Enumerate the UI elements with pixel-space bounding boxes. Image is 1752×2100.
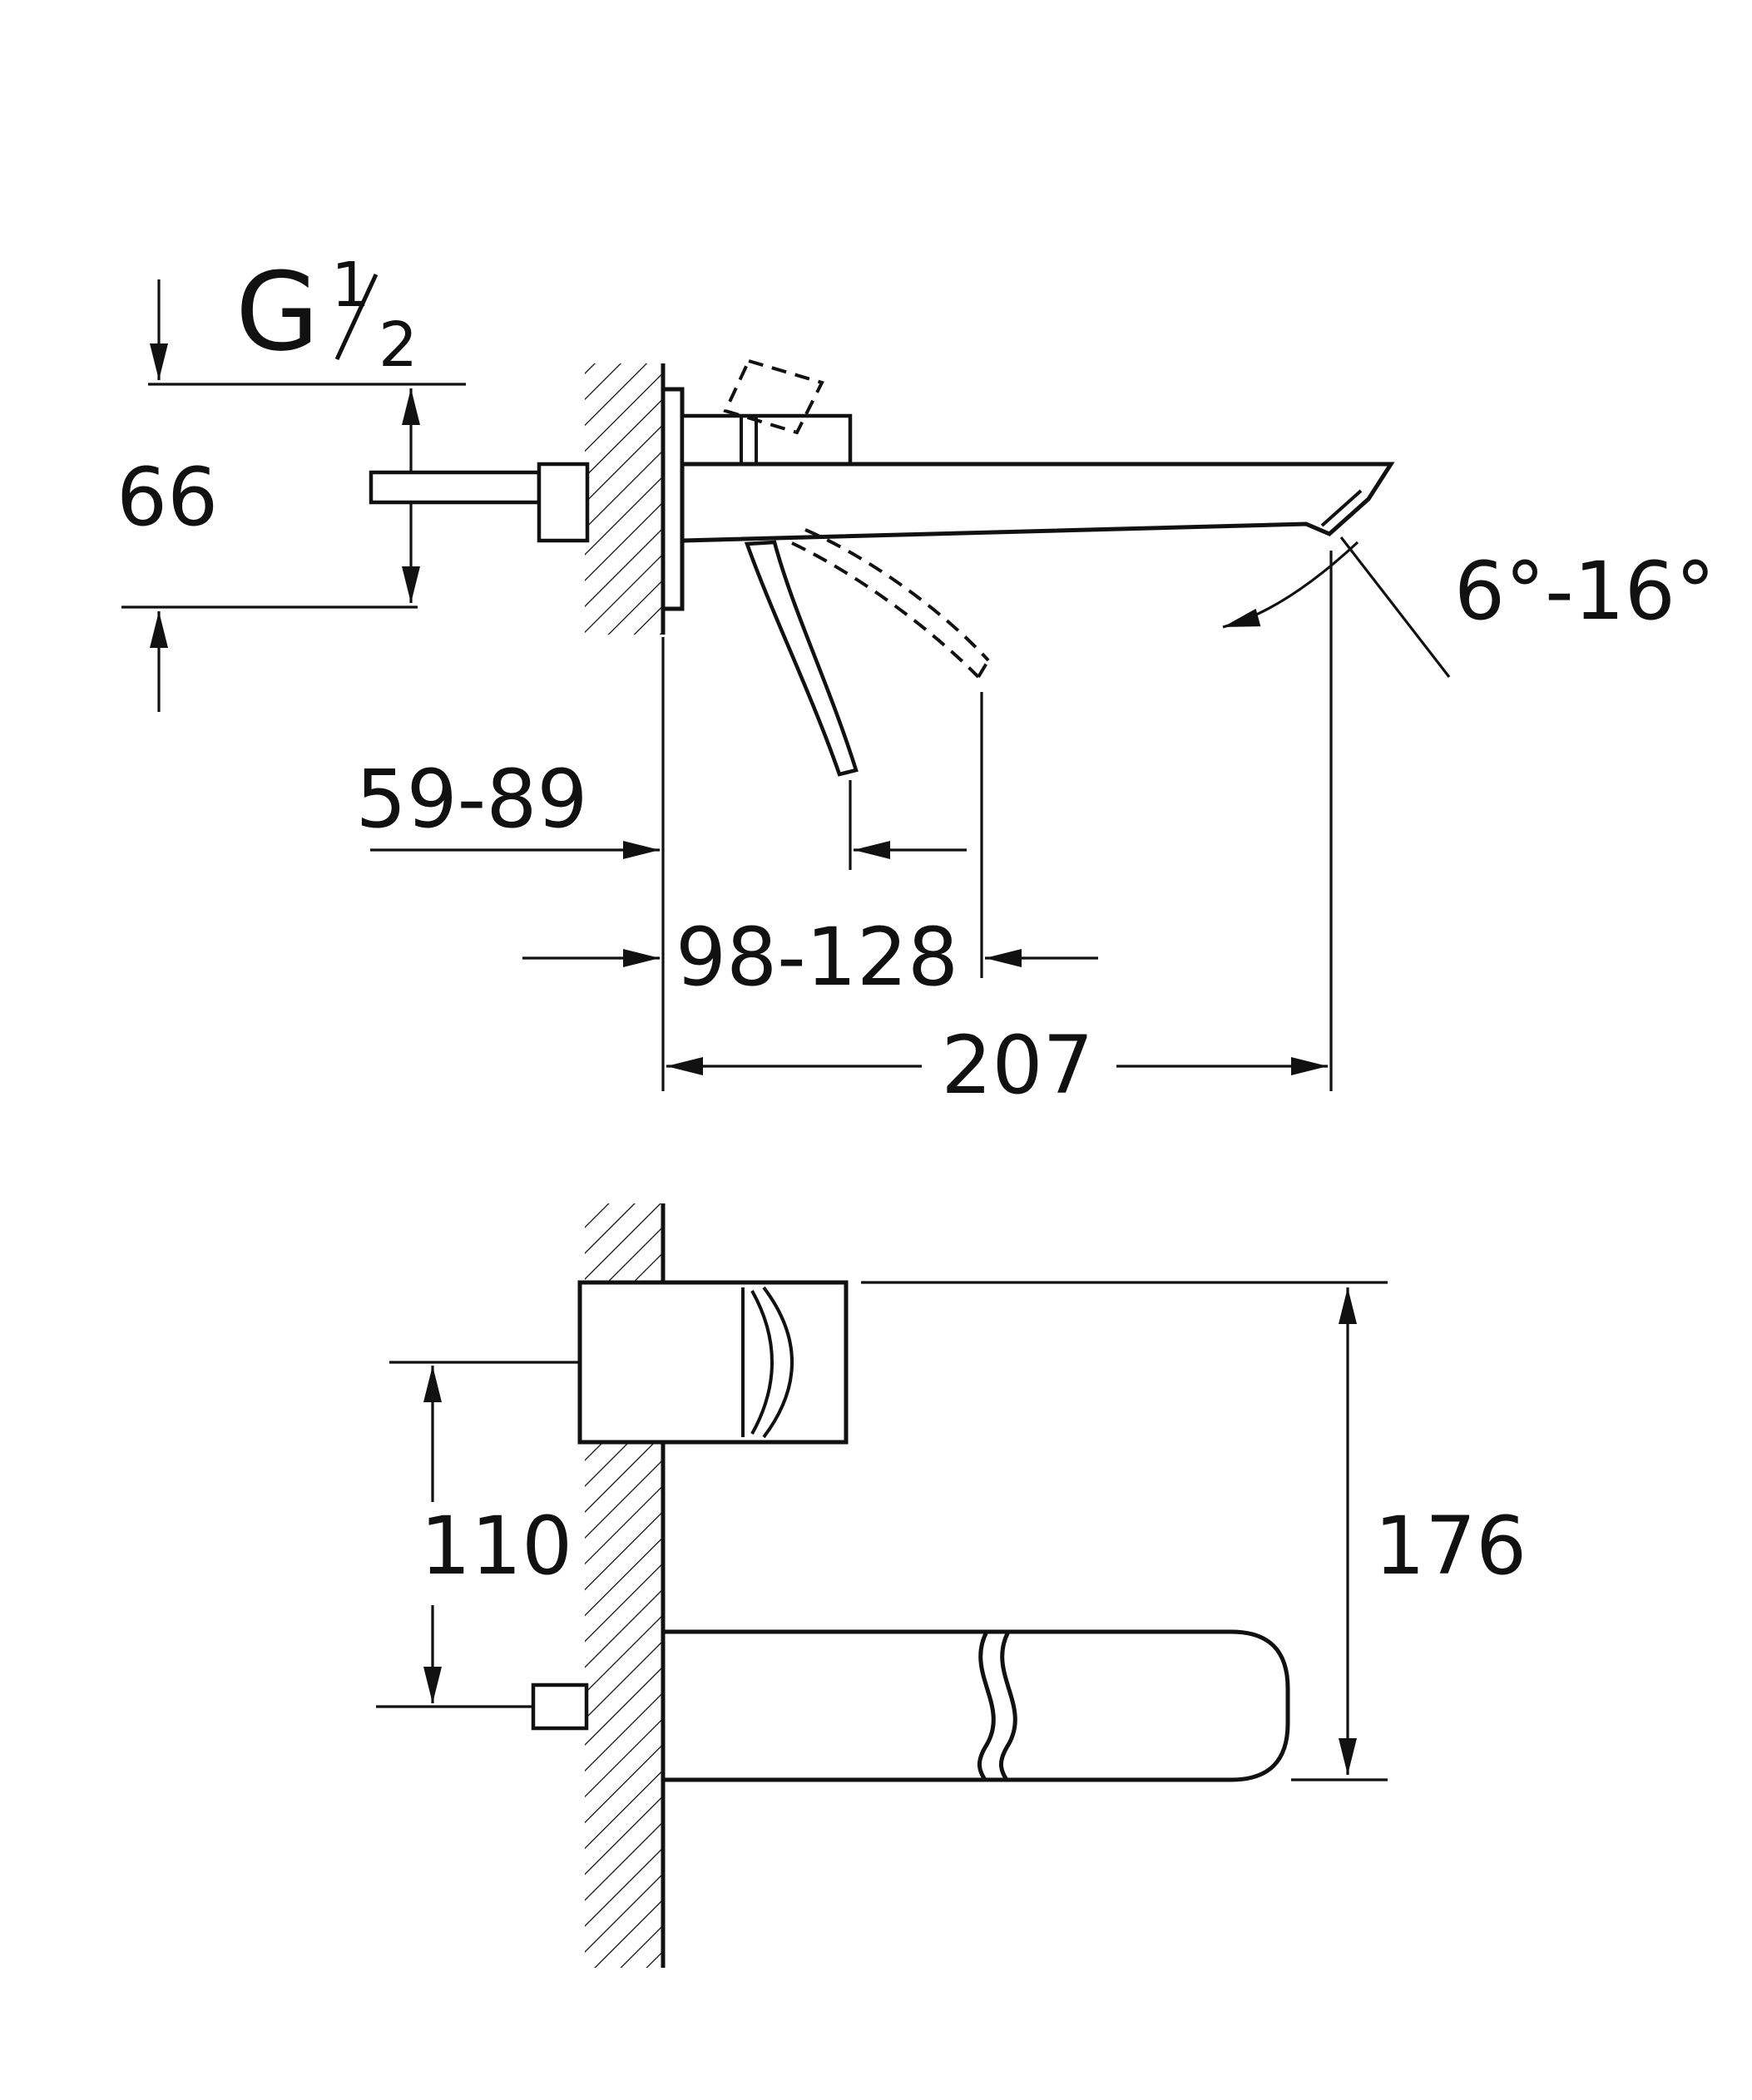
front-view-dimensions: 110 176: [376, 1281, 1527, 1781]
thread-label-denominator: 2: [379, 309, 418, 381]
dim-110-label: 110: [420, 1500, 572, 1593]
side-view: [369, 358, 1395, 777]
angle-leader-line: [1339, 536, 1451, 678]
aerator-detail-line: [1320, 489, 1363, 527]
mixer-escutcheon-front: [577, 1280, 849, 1445]
fraction-slash: [334, 273, 379, 361]
handle-swung-position-dashed: [804, 528, 990, 662]
handle-swung-position-dashed: [791, 541, 980, 679]
pipe-flange: [537, 462, 590, 543]
supply-stub-front: [531, 1682, 589, 1731]
dim-207-label: 207: [941, 1019, 1093, 1112]
mixer-body-side: [680, 413, 853, 468]
handle-swung-tip-dashed: [977, 659, 990, 679]
thread-label-letter: G: [235, 249, 319, 375]
dim-66-label: 66: [116, 451, 218, 544]
handle-raised-position-dashed: [723, 358, 824, 435]
thread-label-numerator: 1: [331, 250, 370, 321]
break-line: [999, 1630, 1017, 1781]
side-view-dimensions: G 1 2 66 59-89 98-128 207 6°-16°: [116, 249, 1715, 1112]
wall-hatch-side: [585, 363, 663, 635]
front-view: [531, 1203, 1290, 1968]
angle-arc-arrow: [1222, 541, 1359, 629]
escutcheon-plate-side: [661, 387, 685, 611]
angle-label: 6°-16°: [1454, 545, 1715, 638]
break-line: [977, 1630, 996, 1781]
handle-knob-curve: [762, 1286, 794, 1439]
spout-front: [661, 1629, 1290, 1782]
dim-98-128-label: 98-128: [676, 911, 958, 1004]
spout-side: [680, 462, 1395, 543]
dim-59-89-label: 59-89: [356, 753, 588, 846]
dim-176-label: 176: [1374, 1500, 1527, 1593]
handle-knob-curve: [750, 1290, 774, 1435]
supply-pipe: [369, 470, 542, 505]
lever-handle-side: [744, 540, 859, 777]
